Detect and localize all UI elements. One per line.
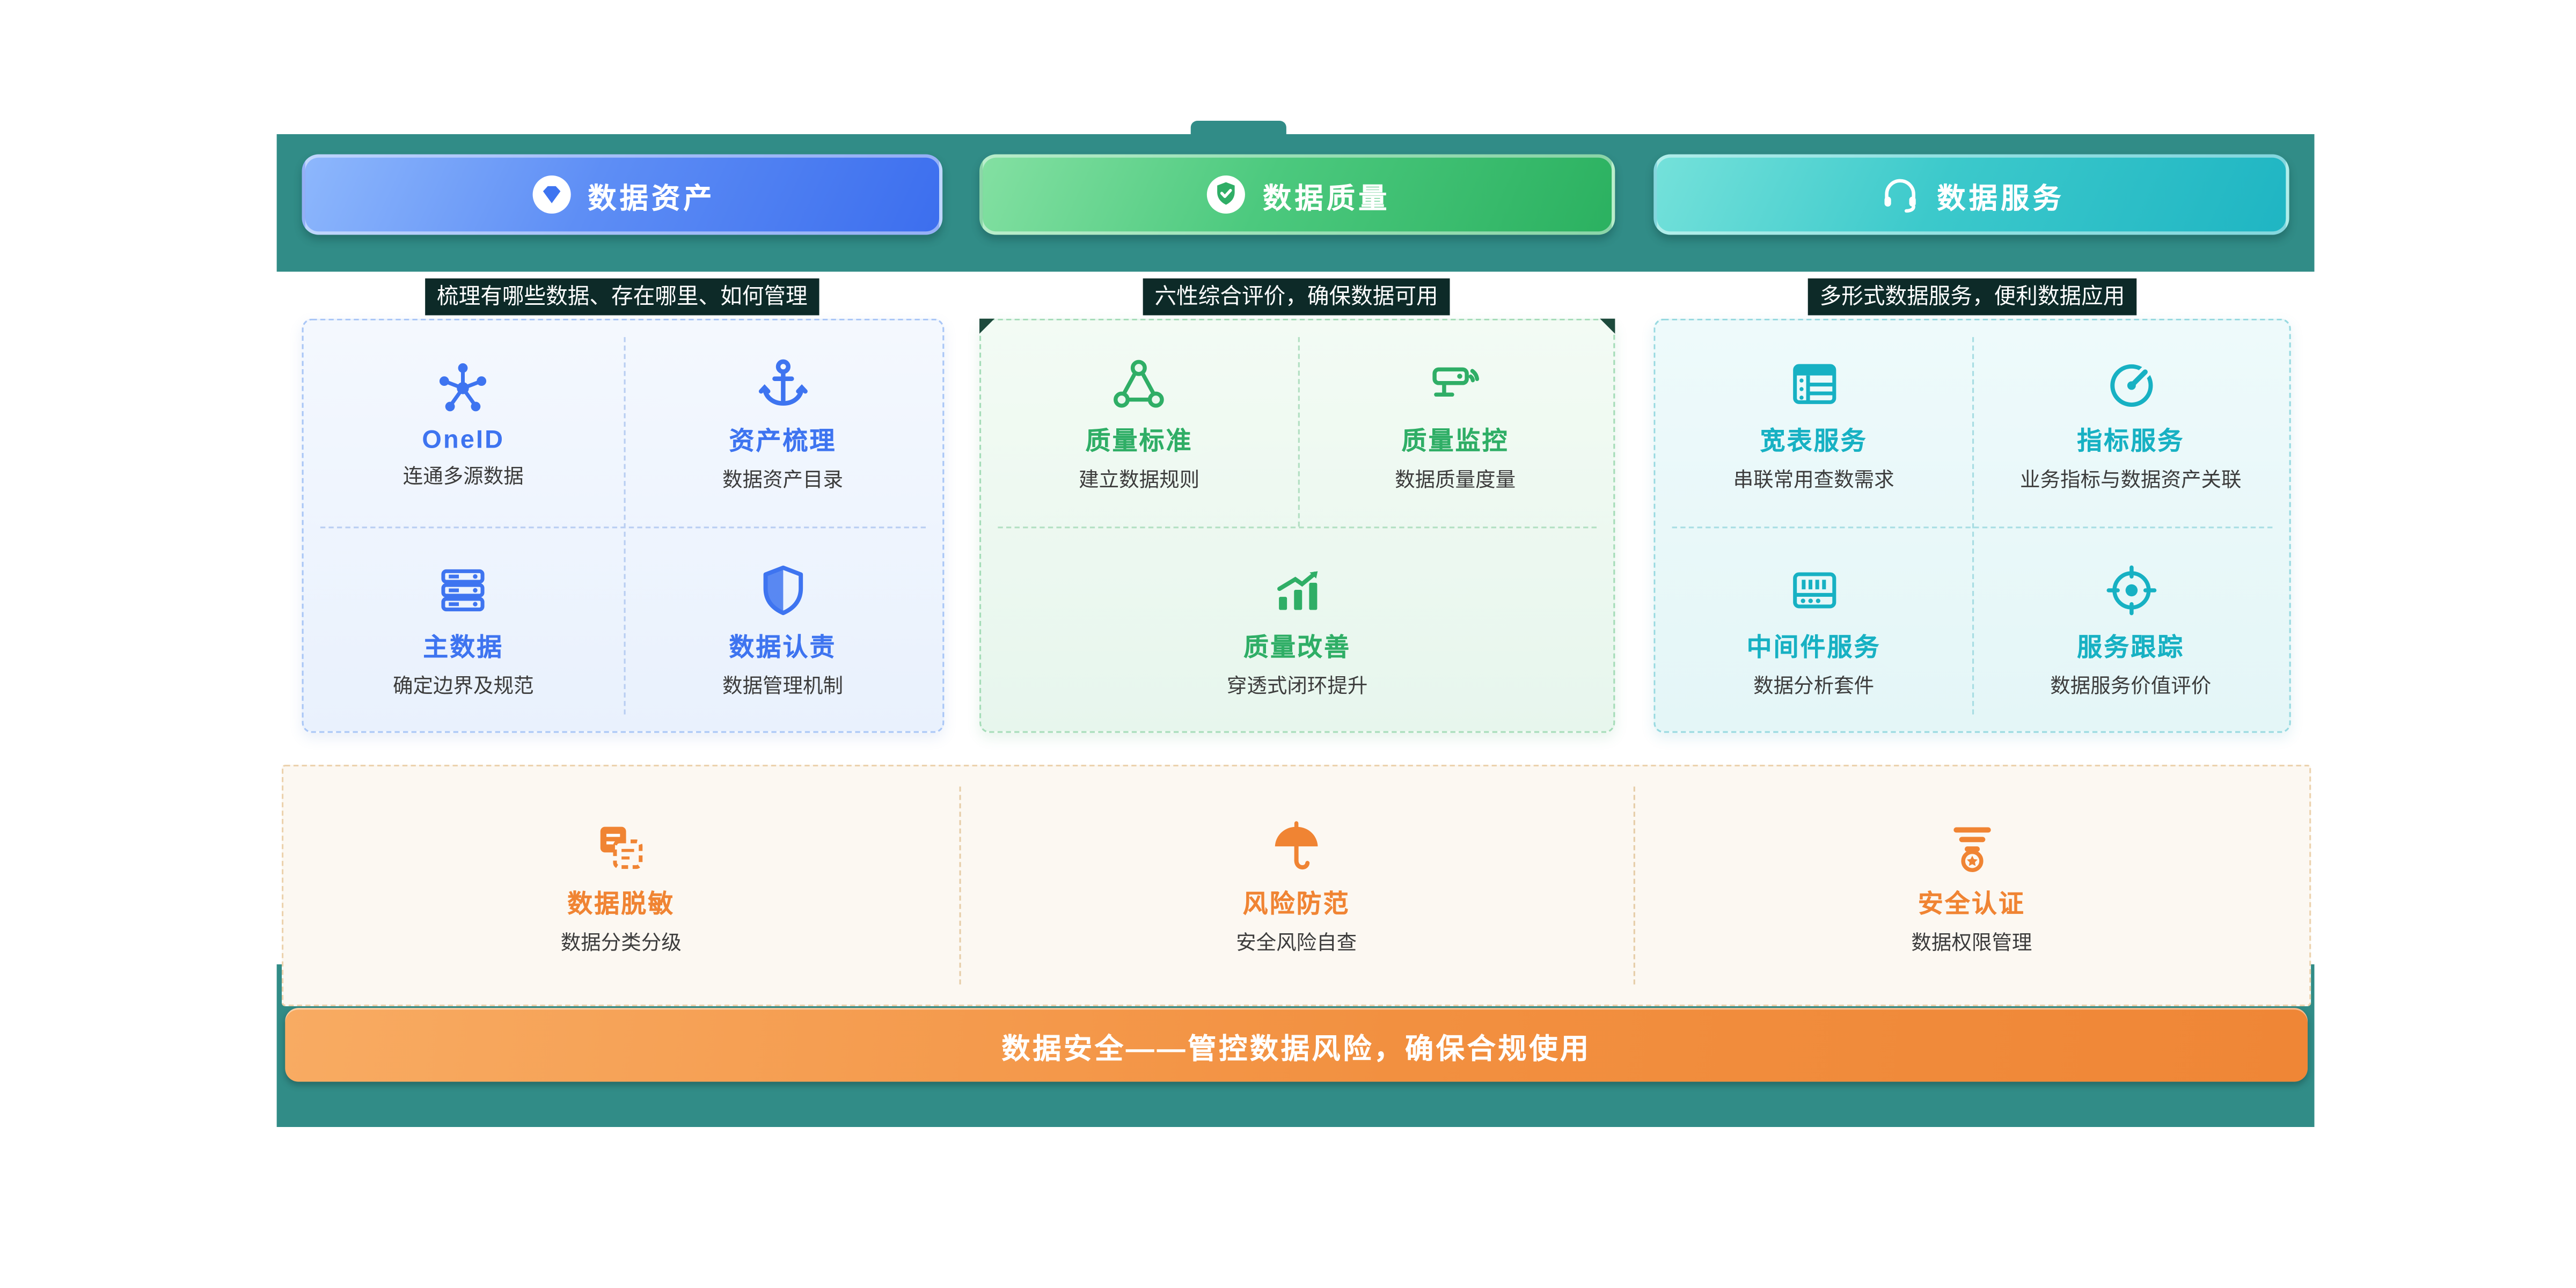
- card-desc: 数据管理机制: [722, 674, 844, 698]
- card-security-certification: 安全认证 数据权限管理: [1634, 766, 2309, 1005]
- cctv-icon: [1425, 353, 1485, 416]
- card-desc: 建立数据规则: [1079, 468, 1200, 492]
- card-desc: 数据分析套件: [1753, 674, 1875, 698]
- card-title: 质量标准: [1085, 428, 1193, 457]
- gem-icon: [529, 173, 573, 216]
- corner-mark: [1600, 318, 1615, 334]
- card-title: 宽表服务: [1760, 428, 1868, 457]
- network-icon: [433, 356, 494, 420]
- panel-divider-horizontal: [1672, 525, 2273, 528]
- card-title: 数据认责: [729, 633, 837, 662]
- card-risk-prevention: 风险防范 安全风险自查: [958, 766, 1634, 1005]
- tab-label: 数据资产: [588, 182, 715, 214]
- card-desc: 数据服务价值评价: [2050, 674, 2212, 698]
- card-wide-table-service: 宽表服务 串联常用查数需求: [1655, 320, 1972, 526]
- certification-icon: [1942, 815, 2002, 879]
- anchor-icon: [752, 353, 813, 416]
- umbrella-icon: [1266, 815, 1327, 879]
- card-title: 服务跟踪: [2077, 633, 2185, 662]
- card-desc: 安全风险自查: [1236, 931, 1357, 955]
- shield-icon: [752, 558, 813, 622]
- data-security-banner: 数据安全——管控数据风险，确保合规使用: [285, 1008, 2308, 1082]
- card-desc: 确定边界及规范: [392, 674, 534, 698]
- card-master-data: 主数据 确定边界及规范: [304, 526, 623, 731]
- panel-data-security: 数据脱敏 数据分类分级 风险防范 安全风险自查 安全认证 数据权限管理: [282, 765, 2311, 1006]
- triangle-nodes-icon: [1109, 353, 1169, 416]
- card-quality-improvement: 质量改善 穿透式闭环提升: [981, 526, 1613, 731]
- shield-check-icon: [1204, 173, 1248, 216]
- panel-data-assets: OneID 连通多源数据 资产梳理 数据资产目录 主数据 确定边界及规范: [302, 318, 945, 733]
- corner-mark: [979, 318, 995, 334]
- security-divider: [1634, 786, 1636, 985]
- card-data-masking: 数据脱敏 数据分类分级: [283, 766, 958, 1005]
- tab-data-services[interactable]: 数据服务: [1653, 154, 2289, 235]
- chart-up-icon: [1267, 558, 1328, 622]
- card-desc: 连通多源数据: [402, 465, 524, 489]
- card-quality-standard: 质量标准 建立数据规则: [981, 320, 1297, 526]
- card-desc: 数据资产目录: [722, 468, 844, 492]
- card-metric-service: 指标服务 业务指标与数据资产关联: [1972, 320, 2289, 526]
- panel-data-services: 宽表服务 串联常用查数需求 指标服务 业务指标与数据资产关联 中间件服务 数据分…: [1653, 318, 2291, 733]
- card-title: 中间件服务: [1746, 633, 1881, 662]
- card-title: 主数据: [423, 633, 504, 662]
- panel-divider-horizontal: [998, 525, 1597, 528]
- subtitle-data-services: 多形式数据服务，便利数据应用: [1807, 278, 2137, 315]
- card-middleware-service: 中间件服务 数据分析套件: [1655, 526, 1972, 731]
- headset-icon: [1878, 173, 1922, 216]
- tab-label: 数据服务: [1937, 182, 2065, 214]
- subtitle-data-assets: 梳理有哪些数据、存在哪里、如何管理: [425, 278, 819, 315]
- card-desc: 数据分类分级: [560, 931, 682, 955]
- card-title: 数据脱敏: [567, 890, 675, 919]
- card-desc: 业务指标与数据资产关联: [2020, 468, 2242, 492]
- card-title: 指标服务: [2077, 428, 2185, 457]
- card-title: OneID: [422, 426, 505, 455]
- card-desc: 穿透式闭环提升: [1226, 674, 1368, 698]
- mask-icon: [591, 815, 652, 879]
- card-data-accountability: 数据认责 数据管理机制: [623, 526, 942, 731]
- card-desc: 数据质量度量: [1395, 468, 1516, 492]
- card-title: 安全认证: [1918, 890, 2025, 919]
- panel-divider-horizontal: [320, 525, 926, 528]
- subtitle-data-quality: 六性综合评价，确保数据可用: [1143, 278, 1450, 315]
- panel-data-quality: 质量标准 建立数据规则 质量监控 数据质量度量 质量改善 穿透式闭环提升: [979, 318, 1615, 733]
- middleware-icon: [1783, 558, 1844, 622]
- card-oneid: OneID 连通多源数据: [304, 320, 623, 526]
- card-desc: 数据权限管理: [1911, 931, 2032, 955]
- card-title: 风险防范: [1242, 890, 1350, 919]
- card-title: 质量改善: [1243, 633, 1351, 662]
- server-stack-icon: [433, 558, 494, 622]
- card-title: 资产梳理: [729, 428, 837, 457]
- card-service-tracking: 服务跟踪 数据服务价值评价: [1972, 526, 2289, 731]
- panel-divider-vertical: [1297, 337, 1299, 526]
- tab-label: 数据质量: [1263, 182, 1391, 214]
- wide-table-icon: [1783, 353, 1844, 416]
- tab-data-assets[interactable]: 数据资产: [302, 154, 943, 235]
- card-quality-monitoring: 质量监控 数据质量度量: [1297, 320, 1613, 526]
- gauge-icon: [2101, 353, 2161, 416]
- tab-data-quality[interactable]: 数据质量: [979, 154, 1615, 235]
- security-divider: [958, 786, 961, 985]
- target-icon: [2101, 558, 2161, 622]
- top-tab: [1190, 121, 1286, 141]
- card-desc: 串联常用查数需求: [1733, 468, 1894, 492]
- card-asset-catalog: 资产梳理 数据资产目录: [623, 320, 942, 526]
- card-title: 质量监控: [1401, 428, 1509, 457]
